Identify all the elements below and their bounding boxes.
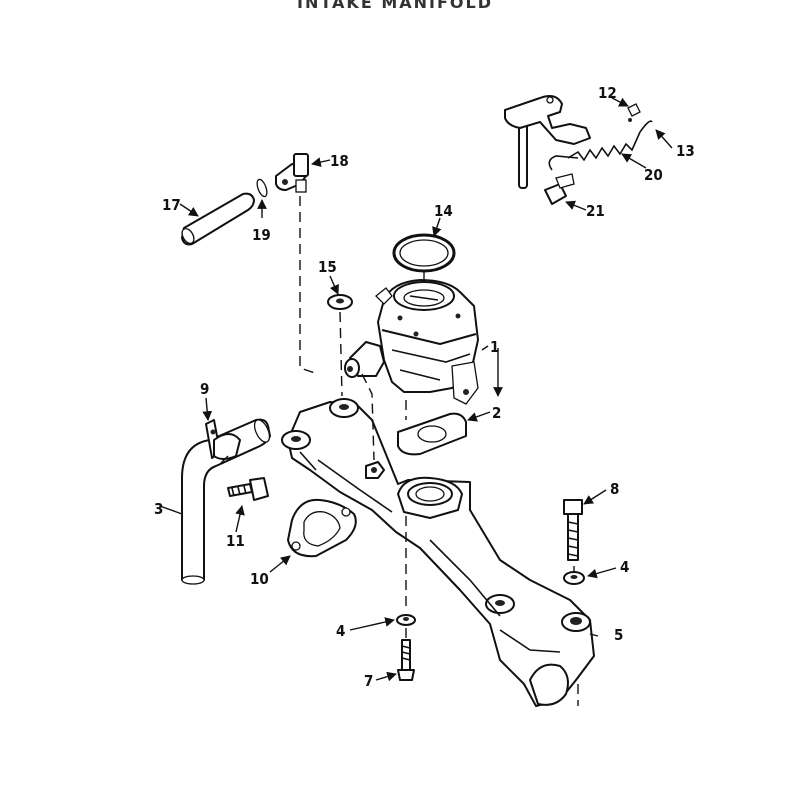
bolt-8 — [563, 499, 583, 561]
callout-5: 5 — [614, 626, 623, 644]
heat-tube — [181, 418, 271, 585]
washer-15 — [327, 294, 353, 310]
callout-12: 12 — [598, 84, 617, 102]
callout-13: 13 — [676, 142, 695, 160]
washer-4-right — [563, 571, 585, 585]
tube-clamp — [205, 419, 241, 460]
callout-15: 15 — [318, 258, 337, 276]
callout-20: 20 — [644, 166, 663, 184]
throttle-linkage — [504, 95, 653, 205]
bolt-7 — [397, 639, 415, 681]
callout-18: 18 — [330, 152, 349, 170]
washer-4-lower — [396, 614, 416, 626]
callout-labels: 17 19 18 14 15 1 2 9 3 11 10 8 4 5 4 7 1… — [154, 84, 695, 690]
callout-17: 17 — [162, 196, 181, 214]
diagram-title: INTAKE MANIFOLD — [297, 0, 493, 12]
clamp-19 — [256, 178, 268, 198]
callout-4-right: 4 — [620, 558, 629, 576]
manifold-gasket — [287, 498, 357, 558]
vacuum-hose — [181, 192, 255, 246]
callout-2: 2 — [492, 404, 501, 422]
callout-14: 14 — [434, 202, 453, 220]
callout-7: 7 — [364, 672, 373, 690]
callout-1: 1 — [490, 338, 499, 356]
callout-3: 3 — [154, 500, 163, 518]
callout-4-lower: 4 — [336, 622, 345, 640]
carburetor — [344, 279, 479, 405]
air-cleaner-gasket — [392, 233, 456, 273]
callout-8: 8 — [610, 480, 619, 498]
callout-21: 21 — [586, 202, 605, 220]
callout-11: 11 — [226, 532, 245, 550]
elbow-fitting — [275, 153, 309, 193]
bolt-11 — [227, 477, 269, 501]
callout-19: 19 — [252, 226, 271, 244]
intake-manifold — [281, 398, 595, 707]
carburetor-base-gasket — [397, 412, 467, 456]
callout-10: 10 — [250, 570, 269, 588]
assembly-lines — [217, 196, 579, 706]
leader-lines — [159, 97, 673, 682]
callout-9: 9 — [200, 380, 209, 398]
